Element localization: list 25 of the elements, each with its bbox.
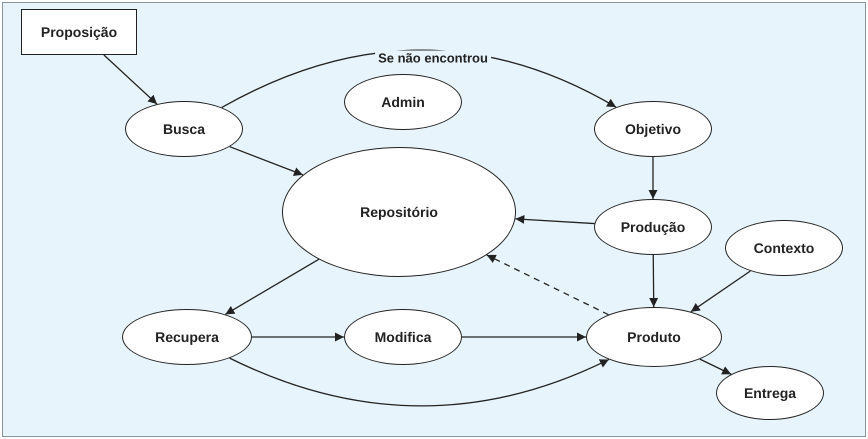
node-label: Repositório — [360, 204, 438, 220]
node-label: Objetivo — [624, 121, 681, 137]
arrow — [229, 358, 610, 406]
arrow — [103, 54, 158, 105]
node-label: Proposição — [40, 24, 118, 40]
arrow — [252, 332, 344, 342]
node-label: Admin — [381, 94, 425, 110]
arrow — [515, 214, 594, 224]
node-label: Busca — [162, 121, 206, 137]
arrow — [690, 270, 751, 312]
arrow — [700, 358, 732, 375]
arrow — [648, 157, 658, 199]
arrow — [649, 255, 658, 307]
node-label: Contexto — [754, 240, 814, 256]
arrow — [225, 258, 320, 315]
node-label: Produção — [620, 219, 686, 235]
node-label: Entrega — [744, 385, 796, 401]
arrow — [486, 254, 609, 316]
process-box — [21, 9, 137, 55]
arrow — [230, 146, 304, 176]
node-label: Recupera — [155, 329, 219, 345]
node-label: Modifica — [374, 329, 432, 345]
arrow — [462, 332, 586, 342]
edge-label: Se não encontrou — [375, 50, 491, 66]
node-label: Produto — [627, 329, 681, 345]
